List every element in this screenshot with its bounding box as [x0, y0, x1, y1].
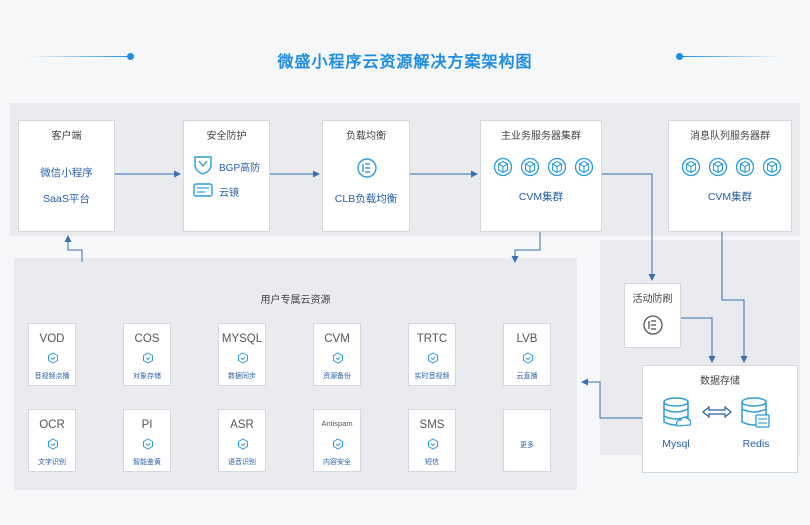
title-dot-left	[127, 53, 134, 60]
client-line-1: 微信小程序	[40, 167, 93, 179]
resource-subtitle: 更多	[520, 442, 534, 449]
mq-cluster-heading: 消息队列服务器群	[690, 131, 770, 142]
resource-icon	[428, 352, 438, 364]
activity-box: 活动防刷	[624, 283, 681, 348]
lb-item: CLB负载均衡	[334, 193, 398, 205]
title-line-right	[680, 56, 780, 57]
client-line-2: SaaS平台	[43, 193, 90, 205]
resource-name: MYSQL	[221, 333, 263, 345]
resource-tile: PI 智能鉴黄	[123, 409, 171, 472]
storage-mysql-label: Mysql	[662, 438, 690, 450]
resource-tile: VOD 音视频点播	[28, 323, 76, 386]
server-node-icon	[681, 157, 701, 177]
server-node-icon	[708, 157, 728, 177]
resource-icon	[333, 438, 343, 450]
resource-icon	[143, 438, 153, 450]
resource-tile: Antispam 内容安全	[313, 409, 361, 472]
server-node-icon	[520, 157, 540, 177]
resource-subtitle: 资源备份	[323, 373, 351, 380]
resource-tile: TRTC 实时音视频	[408, 323, 456, 386]
resource-name: ASR	[230, 419, 254, 431]
resource-subtitle: 文字识别	[38, 459, 66, 466]
page-title: 微盛小程序云资源解决方案架构图	[277, 54, 533, 71]
mq-cluster-icons	[681, 157, 782, 179]
resource-tile: LVB 云直播	[503, 323, 551, 386]
resource-icon	[48, 438, 58, 450]
resource-name: CVM	[324, 333, 350, 345]
resource-tile: CVM 资源备份	[313, 323, 361, 386]
lb-heading: 负载均衡	[346, 131, 386, 142]
sync-arrows-icon	[702, 406, 732, 418]
resource-icon	[238, 438, 248, 450]
resource-name: TRTC	[416, 333, 448, 345]
resource-tile: COS 对象存储	[123, 323, 171, 386]
resource-subtitle: 内容安全	[323, 459, 351, 466]
storage-redis-label: Redis	[742, 438, 770, 450]
server-node-icon	[735, 157, 755, 177]
load-balancer-icon	[357, 158, 377, 178]
resource-name: LVB	[516, 333, 538, 345]
resource-name: PI	[141, 419, 153, 431]
resource-subtitle: 智能鉴黄	[133, 459, 161, 466]
client-box: 客户端 微信小程序 SaaS平台	[18, 120, 115, 232]
mq-cluster-item: CVM集群	[707, 191, 753, 203]
anti-brush-icon	[643, 315, 663, 335]
client-heading: 客户端	[51, 131, 82, 142]
security-item-bgp: BGP高防	[219, 163, 261, 174]
resource-icon	[143, 352, 153, 364]
resource-name: OCR	[39, 419, 65, 431]
storage-heading: 数据存储	[700, 376, 740, 387]
resource-subtitle: 云直播	[516, 373, 538, 380]
server-node-icon	[493, 157, 513, 177]
resource-subtitle: 短信	[425, 459, 439, 466]
resource-tile: ASR 语音识别	[218, 409, 266, 472]
cloud-mirror-icon	[193, 183, 213, 197]
title-line-left	[30, 56, 130, 57]
resource-name: Antispam	[321, 419, 353, 428]
resource-icon	[333, 352, 343, 364]
redis-database-icon	[741, 397, 770, 428]
resource-name: COS	[134, 333, 160, 345]
resource-name: SMS	[419, 419, 445, 431]
server-node-icon	[762, 157, 782, 177]
resource-subtitle: 数据同步	[228, 373, 256, 380]
user-resource-area	[14, 258, 577, 490]
mq-cluster-box: 消息队列服务器群 CVM集群	[668, 120, 792, 232]
activity-heading: 活动防刷	[632, 294, 673, 305]
resource-tile: MYSQL 数据同步	[218, 323, 266, 386]
security-item-yunjing: 云镜	[219, 188, 239, 199]
resource-subtitle: 对象存储	[133, 373, 161, 380]
main-cluster-item: CVM集群	[518, 191, 564, 203]
resource-name: VOD	[39, 333, 65, 345]
security-heading: 安全防护	[206, 131, 247, 142]
resource-icon	[523, 352, 533, 364]
mysql-database-icon	[663, 397, 691, 427]
load-balance-box: 负载均衡 CLB负载均衡	[322, 120, 410, 232]
shield-icon	[194, 156, 212, 175]
main-cluster-box: 主业务服务器集群 CVM集群	[480, 120, 602, 232]
resource-subtitle: 实时音视频	[414, 373, 450, 380]
resource-icon	[48, 352, 58, 364]
resource-tile: OCR 文字识别	[28, 409, 76, 472]
resource-icon	[238, 352, 248, 364]
resource-subtitle: 音视频点播	[34, 373, 70, 380]
main-cluster-icons	[493, 157, 594, 179]
user-resource-heading: 用户专属云资源	[260, 295, 331, 306]
main-cluster-heading: 主业务服务器集群	[501, 131, 581, 142]
resource-tile: SMS 短信	[408, 409, 456, 472]
storage-box: 数据存储 Mysql Redis	[642, 365, 798, 473]
security-box: 安全防护 BGP高防 云镜	[183, 120, 270, 232]
resource-icon	[428, 438, 438, 450]
server-node-icon	[574, 157, 594, 177]
resource-tile: 更多	[503, 409, 551, 472]
server-node-icon	[547, 157, 567, 177]
resource-subtitle: 语音识别	[228, 459, 256, 466]
title-dot-right	[676, 53, 683, 60]
